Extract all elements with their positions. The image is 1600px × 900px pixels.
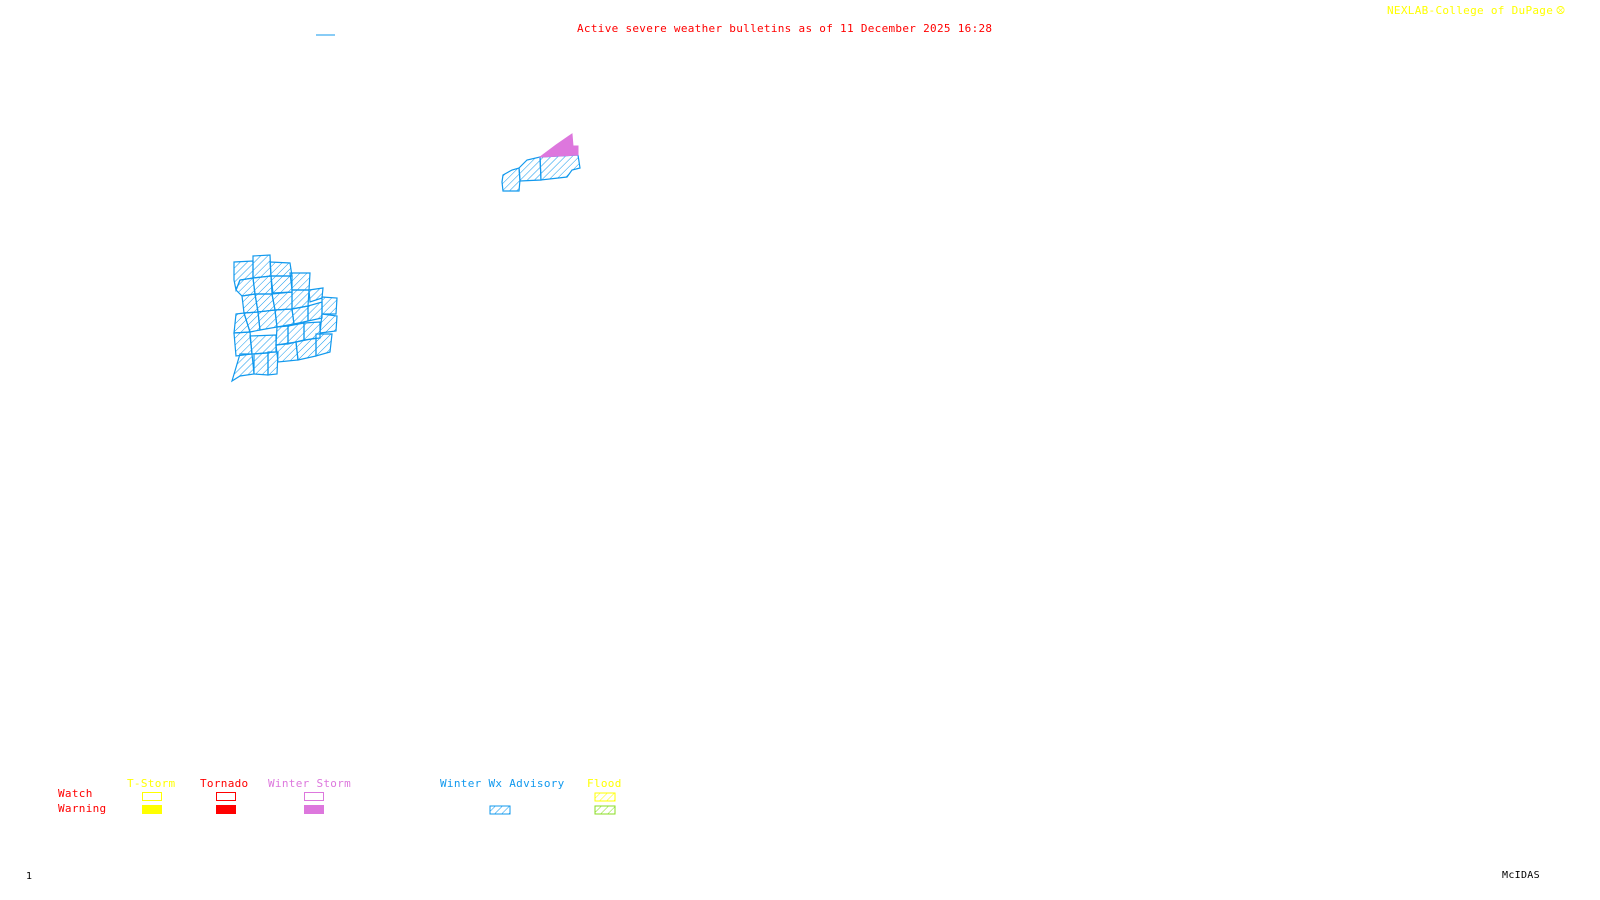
county-polygon	[315, 333, 333, 357]
legend-row-warning: Warning	[58, 802, 107, 815]
legend-tstorm-watch-swatch	[142, 792, 162, 801]
county-polygon	[269, 261, 293, 277]
county-polygon	[275, 325, 289, 346]
nexlab-logo-icon: ⮾	[1556, 4, 1566, 17]
county-polygon	[230, 353, 255, 383]
county-polygon	[289, 272, 311, 291]
county-polygon	[307, 301, 323, 322]
frame-number: 1	[26, 871, 33, 882]
legend-tstorm-warning-swatch	[142, 805, 162, 814]
legend-winter-storm-label: Winter Storm	[268, 777, 352, 790]
software-label: McIDAS	[1502, 870, 1540, 881]
legend-flood-label: Flood	[587, 777, 622, 790]
legend-swatches	[489, 792, 616, 815]
county-polygon	[539, 154, 581, 181]
county-polygon	[257, 309, 278, 331]
legend-tstorm-label: T-Storm	[127, 777, 176, 790]
legend-winter-advisory-label: Winter Wx Advisory	[440, 777, 565, 790]
county-polygon	[252, 254, 272, 279]
legend-flood-watch-swatch	[594, 792, 616, 802]
map-title: Active severe weather bulletins as of 11…	[577, 22, 993, 35]
northern-group-winter-storm-warning	[538, 133, 579, 158]
county-polygon	[501, 167, 521, 192]
county-polygon	[291, 305, 309, 325]
county-polygon	[295, 337, 317, 361]
northern-group-advisory	[501, 154, 581, 192]
county-polygon	[233, 331, 253, 357]
legend-winter-advisory-warning-swatch	[489, 805, 511, 815]
county-polygon	[271, 291, 293, 311]
county-polygon	[274, 308, 295, 328]
county-polygon	[253, 352, 269, 376]
county-polygon	[308, 287, 324, 303]
county-polygon	[243, 311, 261, 333]
county-polygon	[249, 334, 277, 355]
legend-row-watch: Watch	[58, 787, 93, 800]
legend-tornado-watch-swatch	[216, 792, 236, 801]
credit-label: NEXLAB-College of DuPage⮾	[1387, 5, 1565, 17]
legend-tornado-warning-swatch	[216, 805, 236, 814]
county-polygon	[321, 296, 338, 315]
county-polygon	[319, 313, 338, 334]
credit-text: NEXLAB-College of DuPage	[1387, 4, 1554, 17]
county-polygon	[267, 351, 279, 376]
county-polygon	[518, 156, 542, 182]
county-polygon	[275, 341, 299, 363]
legend-winter-storm-watch-swatch	[304, 792, 324, 801]
county-polygon	[252, 275, 273, 295]
western-state-advisory	[230, 254, 338, 383]
legend-flood-warning-swatch	[594, 805, 616, 815]
county-polygon	[270, 275, 293, 294]
legend-winter-storm-warning-swatch	[304, 805, 324, 814]
legend-tornado-label: Tornado	[200, 777, 249, 790]
